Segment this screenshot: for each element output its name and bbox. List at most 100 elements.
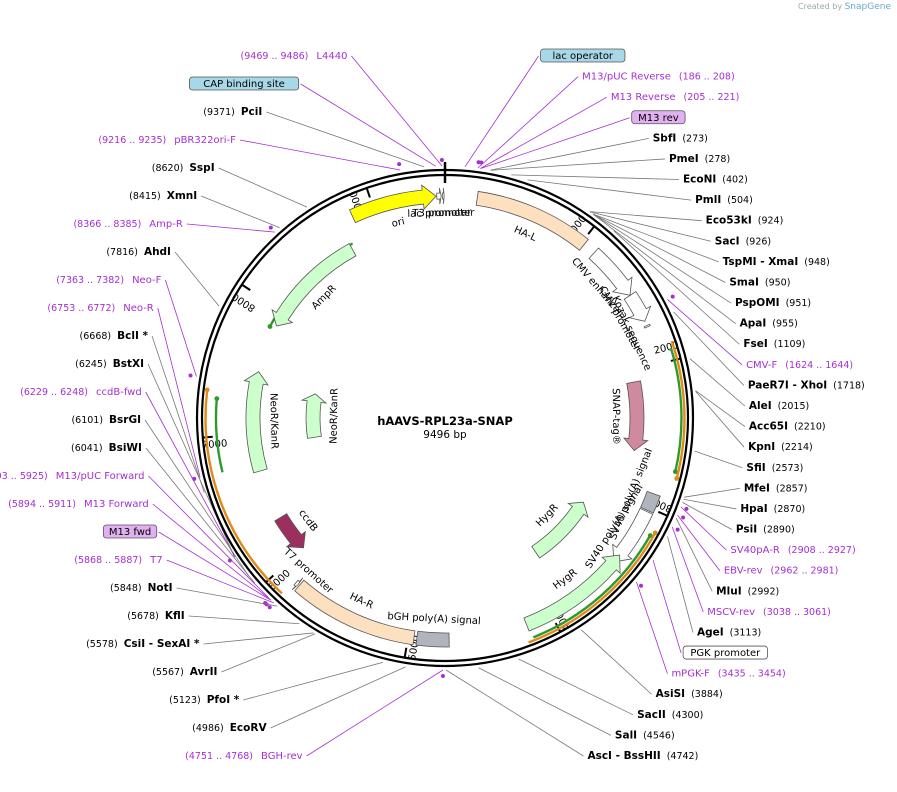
- enzyme-name: FseI: [743, 338, 767, 350]
- enzyme-pos: (7816): [106, 247, 138, 258]
- leader-line: [445, 669, 584, 757]
- enzyme-pos: (924): [758, 216, 784, 227]
- leader-line: [464, 55, 539, 168]
- enzyme-pos: (8415): [129, 191, 161, 202]
- enzyme-site: MluI(2992): [716, 585, 779, 597]
- feature-arrow: [622, 380, 649, 452]
- enzyme-name: SacII: [637, 709, 666, 721]
- enzyme-site: (5848) NotI: [110, 582, 173, 594]
- enzyme-name: PsiI: [736, 524, 757, 536]
- primer-site: CMV-F(1624 .. 1644): [746, 360, 853, 371]
- orf-arc: [669, 347, 683, 472]
- primer-site: (5894 .. 5911)M13 Forward: [8, 499, 149, 510]
- primer-name: Amp-R: [149, 219, 183, 230]
- primer-pos: (186 .. 208): [679, 72, 735, 83]
- enzyme-name: SspI: [189, 162, 214, 174]
- enzyme-site: (5578)CsiI - SexAI *: [86, 638, 200, 650]
- leader-line: [145, 391, 236, 558]
- enzyme-pos: (2857): [776, 483, 808, 494]
- feature-arrow: [274, 513, 306, 549]
- leader-line: [300, 83, 436, 167]
- feature-arrow: [612, 507, 654, 563]
- leader-line: [677, 514, 721, 571]
- enzyme-pos: (951): [786, 298, 812, 309]
- primer-site: (5903 .. 5925)M13/pUC Forward: [0, 471, 144, 482]
- orf-arc: [532, 534, 652, 639]
- primer-mark: [479, 160, 484, 165]
- enzyme-pos: (6041): [71, 443, 103, 454]
- leader-line: [480, 117, 630, 169]
- primer-pos: (9216 .. 9235): [98, 135, 166, 146]
- feature-label: HA-R: [348, 591, 375, 611]
- enzyme-site: AgeI(3113): [697, 626, 761, 638]
- leader-line: [680, 506, 727, 551]
- leader-line: [218, 167, 308, 208]
- leader-line: [689, 358, 746, 407]
- enzyme-name: PaeR7I - XhoI: [748, 379, 827, 391]
- primer-mark: [684, 506, 689, 511]
- feature-box-label: M13 rev: [638, 113, 679, 124]
- feature-box-label: M13 fwd: [109, 527, 151, 538]
- primer-pos: (3038 .. 3061): [763, 607, 831, 618]
- primer-mark: [638, 583, 643, 588]
- feature-arrow: [348, 184, 437, 224]
- primer-name: MSCV-rev: [707, 607, 755, 618]
- leader-line: [158, 531, 272, 601]
- primer-name: M13 Forward: [84, 499, 149, 510]
- enzyme-site: FseI(1109): [743, 338, 805, 350]
- feature-label: HA-L: [512, 224, 538, 244]
- leader-line: [306, 669, 444, 757]
- enzyme-pos: (9371): [203, 107, 235, 118]
- leader-line: [144, 419, 249, 576]
- enzyme-pos: (3884): [691, 689, 723, 700]
- enzyme-site: Eco53kI(924): [706, 215, 784, 227]
- enzyme-pos: (5578): [86, 639, 118, 650]
- feature-arrow: [523, 554, 621, 632]
- enzyme-name: SfiI: [746, 462, 765, 474]
- enzyme-site: PmlI(504): [695, 194, 753, 206]
- primer-site: MSCV-rev (3038 .. 3061): [707, 607, 831, 618]
- feature-arrow: [436, 187, 442, 205]
- enzyme-pos: (2015): [778, 401, 810, 412]
- enzyme-name: Acc65I: [749, 421, 788, 433]
- enzyme-name: BstXI: [113, 358, 144, 370]
- primer-site: M13/pUC Reverse(186 .. 208): [582, 72, 735, 83]
- enzyme-site: SfiI (2573): [746, 462, 803, 474]
- leader-line: [695, 390, 746, 427]
- primer-site: (9469 .. 9486)L4440: [241, 51, 348, 62]
- primer-mark: [670, 294, 675, 299]
- enzyme-pos: (2573): [772, 463, 804, 474]
- primer-site: (6753 .. 6772)Neo-R: [47, 303, 153, 314]
- leader-line: [166, 559, 274, 604]
- leader-line: [243, 661, 384, 701]
- leader-line: [148, 475, 270, 599]
- enzyme-pos: (926): [746, 236, 772, 247]
- orf-arc: [528, 532, 657, 644]
- leader-line: [239, 139, 401, 171]
- primer-site: EBV-rev(2962 .. 2981): [724, 566, 839, 577]
- primer-site: (9216 .. 9235) pBR322ori-F: [98, 135, 236, 146]
- plasmid-length: 9496 bp: [423, 429, 467, 441]
- leader-line: [675, 518, 713, 592]
- leader-line: [186, 223, 275, 233]
- enzyme-name: AvrII: [190, 666, 218, 678]
- leader-line: [478, 667, 612, 736]
- leader-line: [491, 158, 666, 171]
- enzyme-pos: (5848): [110, 583, 142, 594]
- leader-line: [682, 502, 733, 530]
- tick-mark: [365, 187, 371, 198]
- enzyme-pos: (6101): [71, 415, 103, 426]
- enzyme-pos: (5123): [169, 695, 201, 706]
- primer-pos: (9469 .. 9486): [241, 51, 309, 62]
- leader-line: [176, 587, 278, 607]
- orf-end: [652, 530, 658, 536]
- enzyme-name: AgeI: [697, 626, 724, 638]
- enzyme-name: NotI: [148, 582, 173, 594]
- enzyme-site: AsiSI(3884): [656, 688, 723, 700]
- primer-pos: (5868 .. 5887): [74, 555, 142, 566]
- leader-line: [188, 615, 300, 625]
- enzyme-site: KpnI(2214): [748, 441, 813, 453]
- primer-name: pBR322ori-F: [174, 135, 236, 146]
- primer-site: (4751 .. 4768)BGH-rev: [185, 751, 302, 762]
